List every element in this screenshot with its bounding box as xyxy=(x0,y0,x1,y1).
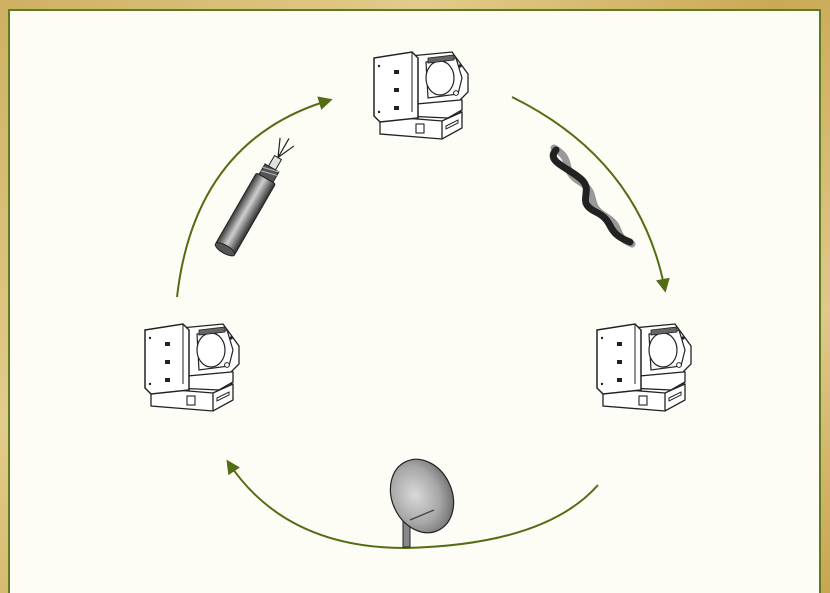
satellite-dish-icon xyxy=(389,458,455,548)
robotic-camera-icon xyxy=(373,51,469,140)
coaxial-cable-icon xyxy=(214,137,295,257)
robotic-camera-icon xyxy=(596,323,692,412)
arrow-left-to-top xyxy=(176,96,333,298)
robotic-camera-icon xyxy=(144,323,240,412)
arrow-top-to-right xyxy=(511,96,670,293)
twisted-pair-cable-icon xyxy=(549,144,636,248)
arrow-right-to-left xyxy=(226,459,599,550)
